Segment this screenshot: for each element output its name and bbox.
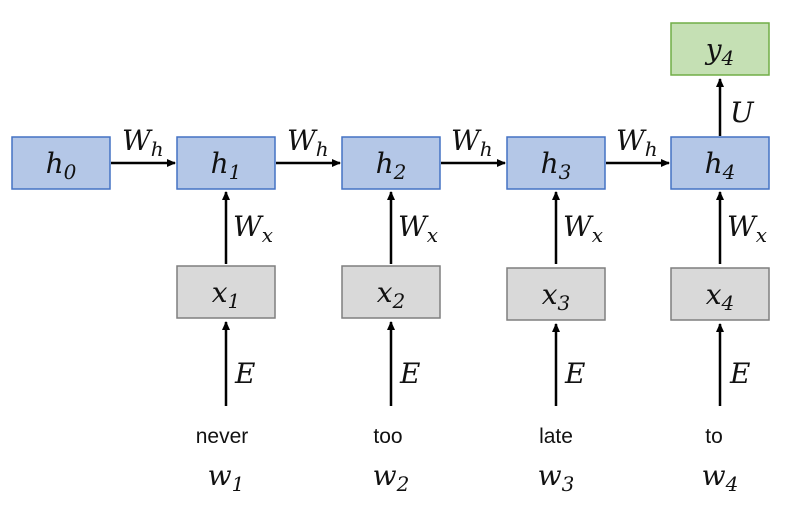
embedding-label: E	[729, 357, 750, 390]
svg-text:h1: h1	[211, 147, 242, 184]
recurrent-weight-labels: Wh Wh Wh Wh	[122, 124, 658, 161]
input-weight-label: Wx	[398, 210, 438, 247]
word-variable: w4	[702, 459, 739, 496]
svg-text:x4: x4	[706, 278, 735, 315]
output-group: U y4	[670, 22, 770, 136]
svg-text:h4: h4	[705, 147, 736, 184]
word-variables: w1 w2 w3 w4	[208, 459, 739, 496]
hidden-state-box: h0	[11, 136, 111, 190]
input-box: x4	[670, 267, 770, 321]
word-variable: w3	[538, 459, 575, 496]
input-weight-label: Wx	[233, 210, 273, 247]
hidden-state-box: h1	[176, 136, 276, 190]
svg-text:h2: h2	[376, 147, 407, 184]
embedding-label: E	[399, 357, 420, 390]
recurrent-weight-label: Wh	[122, 124, 164, 161]
svg-text:x2: x2	[377, 276, 406, 313]
svg-text:y4: y4	[704, 33, 735, 70]
word-variable: w1	[208, 459, 245, 496]
hidden-states: h0 h1 h2 h3 h4	[11, 136, 770, 190]
svg-text:x1: x1	[212, 276, 241, 313]
recurrent-weight-label: Wh	[616, 124, 658, 161]
recurrent-weight-label: Wh	[451, 124, 493, 161]
input-box: x1	[176, 265, 276, 319]
input-weight-label: Wx	[727, 210, 767, 247]
word-label: too	[373, 425, 402, 448]
embedding-label: E	[564, 357, 585, 390]
word-label: late	[539, 425, 573, 448]
input-box: x3	[506, 267, 606, 321]
inputs: x1 x2 x3 x4	[176, 265, 770, 321]
svg-text:h0: h0	[46, 147, 77, 184]
word-label: never	[196, 425, 249, 448]
svg-text:x3: x3	[542, 278, 571, 315]
embedding-arrows: E E E E	[222, 321, 750, 406]
hidden-state-box: h2	[341, 136, 441, 190]
word-label: to	[705, 425, 723, 448]
output-box: y4	[670, 22, 770, 76]
hidden-state-box: h4	[670, 136, 770, 190]
embedding-label: E	[234, 357, 255, 390]
input-weight-label: Wx	[563, 210, 603, 247]
word-variable: w2	[373, 459, 410, 496]
svg-text:h3: h3	[541, 147, 572, 184]
words: never too late to	[196, 425, 723, 448]
hidden-state-box: h3	[506, 136, 606, 190]
input-weight-arrows: Wx Wx Wx Wx	[222, 191, 767, 264]
input-box: x2	[341, 265, 441, 319]
recurrent-weight-label: Wh	[287, 124, 329, 161]
output-weight-label: U	[730, 96, 755, 129]
